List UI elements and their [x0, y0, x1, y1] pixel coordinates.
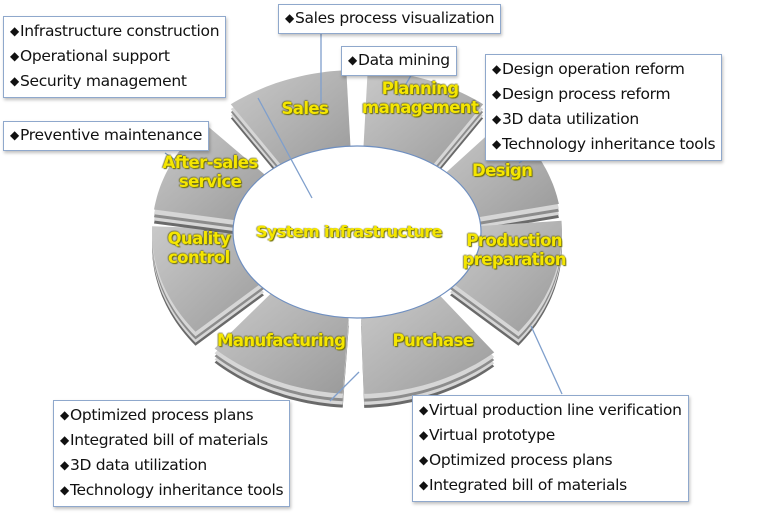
callout-item: Preventive maintenance: [10, 124, 202, 147]
callout-item: Infrastructure construction: [10, 19, 220, 44]
callout-item: Security management: [10, 69, 219, 94]
callout-item: Design operation reform: [492, 57, 715, 82]
callout-manufacturing: Optimized process plans Integrated bill …: [53, 400, 291, 507]
callout-item: Optimized process plans: [419, 448, 682, 473]
callout-item: Data mining: [348, 49, 450, 72]
callout-item: Technology inheritance tools: [60, 478, 284, 503]
callout-item: Operational support: [10, 44, 219, 69]
center-hub: [232, 145, 482, 319]
callout-item: Design process reform: [492, 82, 715, 107]
callout-item: Virtual prototype: [419, 423, 682, 448]
connector-production: [530, 325, 563, 395]
callout-item: Virtual production line verification: [419, 398, 682, 423]
connector-aftersales: [164, 152, 179, 163]
callout-design: Design operation reform Design process r…: [485, 54, 723, 161]
callout-item: 3D data utilization: [492, 107, 715, 132]
connector-lines: [164, 30, 563, 402]
connector-infrastructure: [257, 97, 313, 199]
segment-top-design: [441, 119, 559, 219]
callout-item: Integrated bill of materials: [60, 428, 283, 453]
segment-manufacturing: [214, 289, 349, 408]
segment-planning: [363, 70, 484, 183]
callout-aftersales: Preventive maintenance: [3, 121, 210, 151]
callout-infrastructure: Infrastructure construction Operational …: [3, 16, 227, 98]
callout-item: Sales process visualization: [285, 7, 495, 30]
callout-planning: Data mining: [341, 46, 457, 76]
segment-purchase: [361, 291, 495, 408]
callout-item: Technology inheritance tools: [492, 132, 716, 157]
callout-item: 3D data utilization: [60, 453, 283, 478]
segment-top-planning: [363, 70, 484, 169]
center-label: System infrastructure: [256, 222, 442, 241]
callout-production: Virtual production line verification Vir…: [412, 395, 689, 502]
callout-sales: Sales process visualization: [278, 4, 502, 34]
callout-item: Optimized process plans: [60, 403, 283, 428]
connector-planning: [398, 71, 414, 97]
connector-manufacturing: [329, 371, 360, 402]
segment-top-manufacturing: [214, 289, 349, 394]
segment-top-purchase: [361, 291, 495, 394]
callout-item: Integrated bill of materials: [419, 473, 682, 498]
